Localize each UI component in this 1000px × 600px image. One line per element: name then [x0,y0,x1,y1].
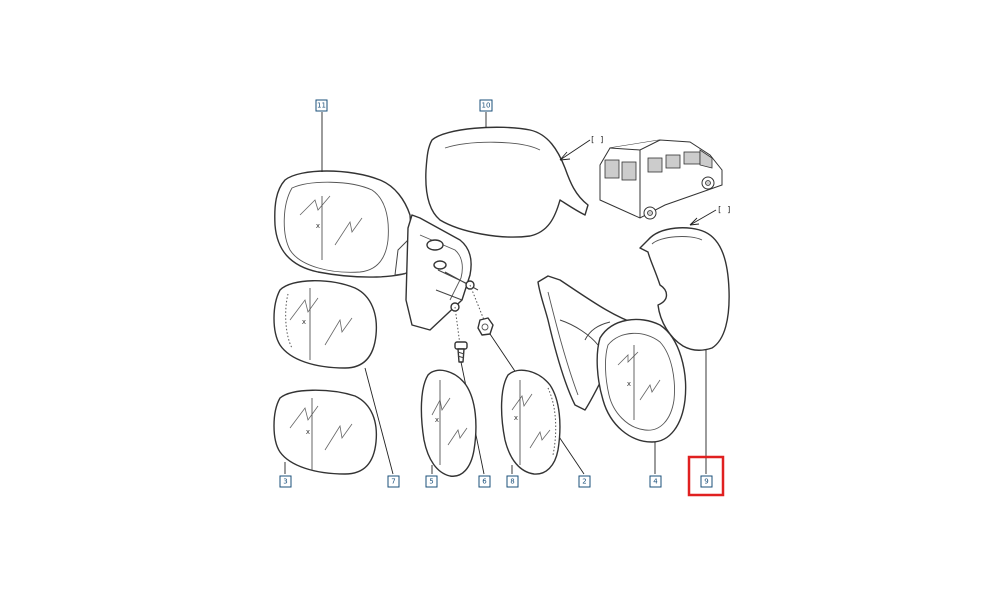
glass-lower-left-drawing: x [273,389,378,475]
svg-text:x: x [514,414,518,422]
housing-drawing: x [584,318,687,474]
svg-text:x: x [627,380,631,388]
label-6-text: 6 [482,478,487,486]
label-11[interactable]: 11 [315,99,328,112]
svg-text:x: x [302,318,306,326]
label-4[interactable]: 4 [649,475,662,488]
ref-mark-right: [ ] [717,205,731,214]
label-4-text: 4 [653,478,658,486]
glass-small-drawing: x [420,369,477,477]
label-11-text: 11 [317,102,326,110]
cap-upper-drawing: [ ] [425,112,604,238]
label-2[interactable]: 2 [578,475,591,488]
svg-text:x: x [435,416,439,424]
svg-text:x: x [306,428,310,436]
label-3[interactable]: 3 [279,475,292,488]
glass-right-small-drawing: x [500,369,561,475]
glass-mid-left-drawing: x [273,280,394,475]
label-9[interactable]: 9 [700,475,713,488]
svg-text:x: x [316,222,320,230]
label-5[interactable]: 5 [425,475,438,488]
label-6[interactable]: 6 [478,475,491,488]
label-10-text: 10 [482,102,491,110]
label-7[interactable]: 7 [387,475,400,488]
van-illustration [599,139,723,220]
mirror-assembly-drawing: x [274,112,419,278]
label-7-text: 7 [391,478,395,486]
label-3-text: 3 [283,478,287,486]
motor-bracket-drawing [405,214,485,346]
highlight-box [687,455,725,497]
label-8[interactable]: 8 [506,475,519,488]
label-9-text: 9 [704,478,708,486]
cap-right-drawing: [ ] [639,205,731,474]
ref-mark-upper: [ ] [590,135,604,144]
label-8-text: 8 [510,478,514,486]
label-2-text: 2 [582,478,586,486]
label-10[interactable]: 10 [479,99,493,112]
label-5-text: 5 [429,478,433,486]
bracket-drawing [537,275,641,411]
screw-drawing [454,341,485,475]
